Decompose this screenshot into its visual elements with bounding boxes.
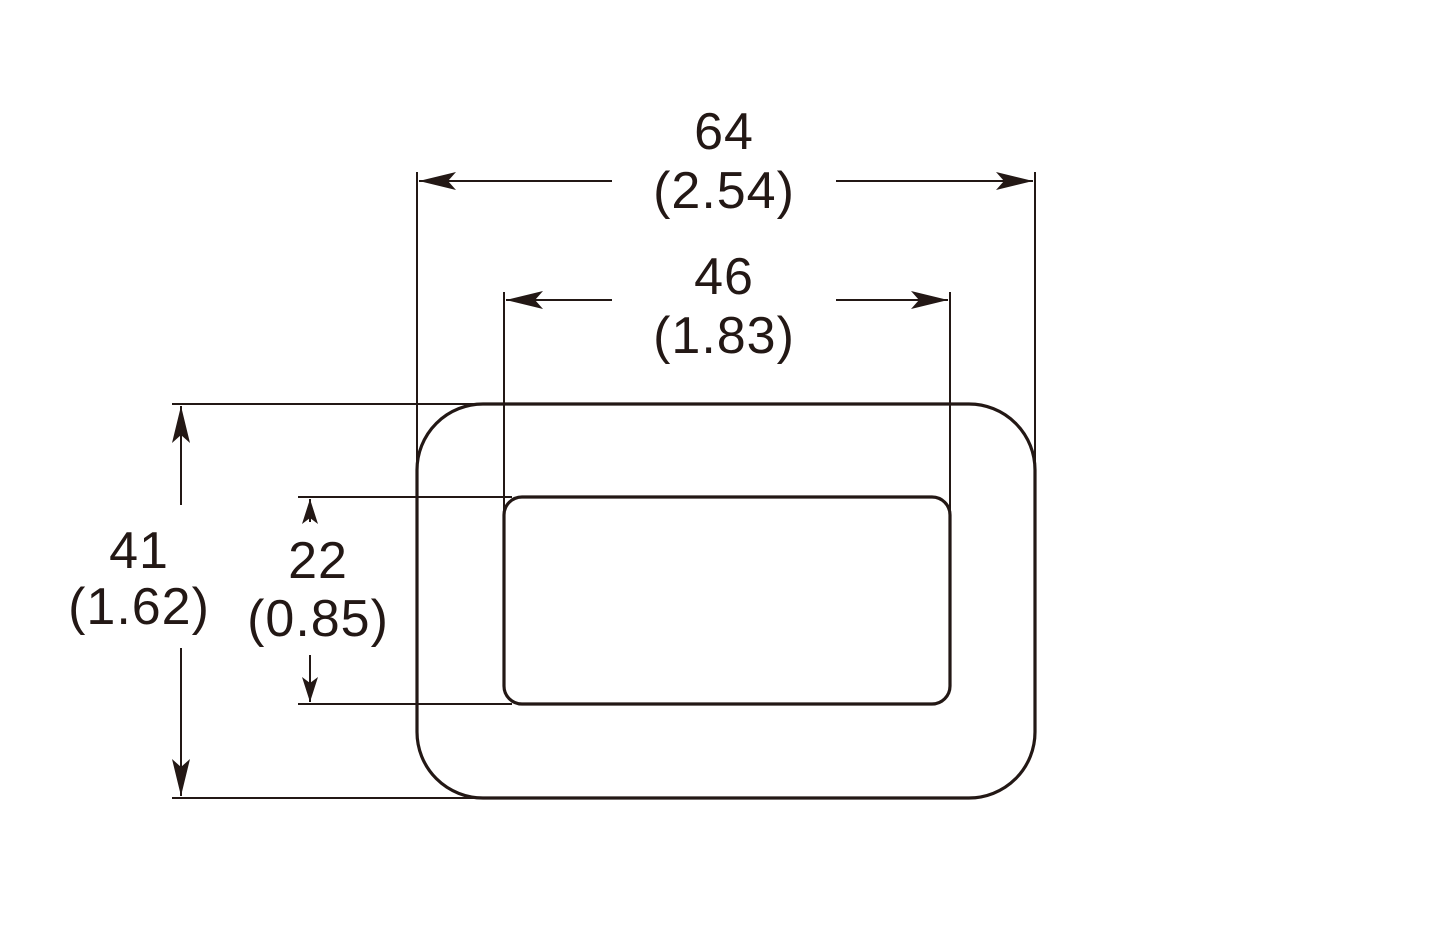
inner-width-dimension: 46 (1.83)	[503, 248, 951, 520]
outer-height-inch-label: (1.62)	[68, 578, 210, 636]
outer-width-dimension: 64 (2.54)	[416, 103, 1036, 470]
inner-width-arrow-left	[506, 291, 543, 309]
outer-height-mm-label: 41	[109, 522, 169, 580]
inner-width-inch-label: (1.83)	[653, 307, 795, 365]
inner-width-arrow-right	[911, 291, 948, 309]
outer-width-arrow-left	[419, 172, 456, 190]
inner-height-arrow-bottom	[302, 677, 318, 702]
inner-slot-outline	[502, 495, 952, 706]
inner-height-dimension: 22 (0.85)	[247, 496, 512, 705]
outer-frame-outline	[415, 402, 1037, 800]
inner-height-mm-label: 22	[288, 532, 348, 590]
outer-width-mm-label: 64	[694, 103, 754, 161]
outer-width-inch-label: (2.54)	[653, 162, 795, 220]
outer-height-dimension: 41 (1.62)	[68, 403, 480, 799]
inner-height-arrow-top	[302, 499, 318, 524]
outer-height-arrow-bottom	[172, 759, 190, 796]
outer-height-arrow-top	[172, 406, 190, 443]
inner-height-inch-label: (0.85)	[247, 590, 389, 648]
outer-width-arrow-right	[996, 172, 1033, 190]
inner-width-mm-label: 46	[694, 248, 754, 306]
